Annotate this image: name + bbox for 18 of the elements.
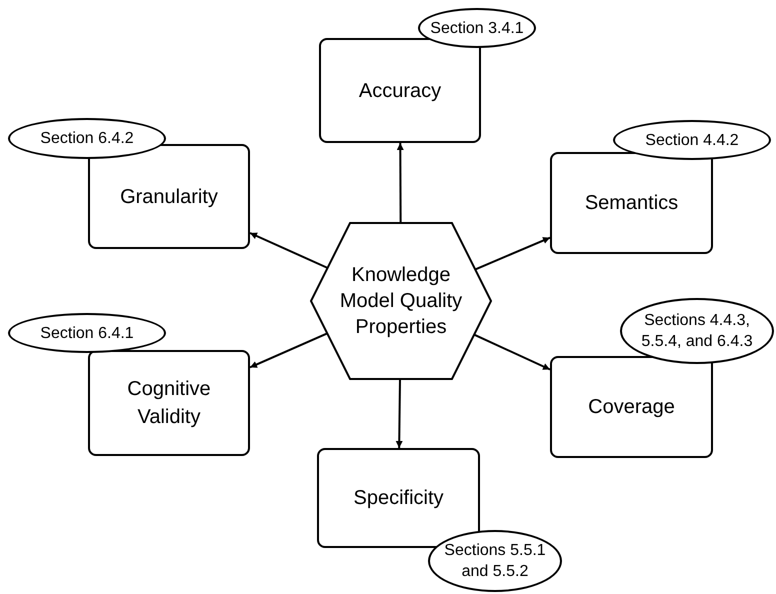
arrow: [396, 143, 404, 222]
property-box: Granularity: [88, 144, 250, 249]
property-box: Accuracy: [319, 38, 481, 143]
property-box: Coverage: [550, 356, 713, 458]
property-box: Semantics: [550, 152, 713, 254]
section-reference-pill: Sections 4.4.3, 5.5.4, and 6.4.3: [620, 298, 774, 364]
arrow: [396, 380, 403, 448]
section-reference-pill: Section 6.4.1: [8, 313, 166, 353]
arrow: [475, 236, 550, 270]
section-reference-pill: Section 6.4.2: [8, 118, 166, 159]
hexagon-label: Knowledge Model Quality Properties: [338, 263, 464, 340]
section-reference-pill: Section 4.4.2: [613, 120, 771, 160]
property-box: Cognitive Validity: [88, 350, 250, 456]
arrow: [250, 232, 328, 269]
arrow: [474, 334, 550, 370]
arrow: [250, 332, 327, 368]
section-reference-pill: Sections 5.5.1 and 5.5.2: [428, 530, 562, 592]
section-reference-pill: Section 3.4.1: [418, 8, 536, 48]
